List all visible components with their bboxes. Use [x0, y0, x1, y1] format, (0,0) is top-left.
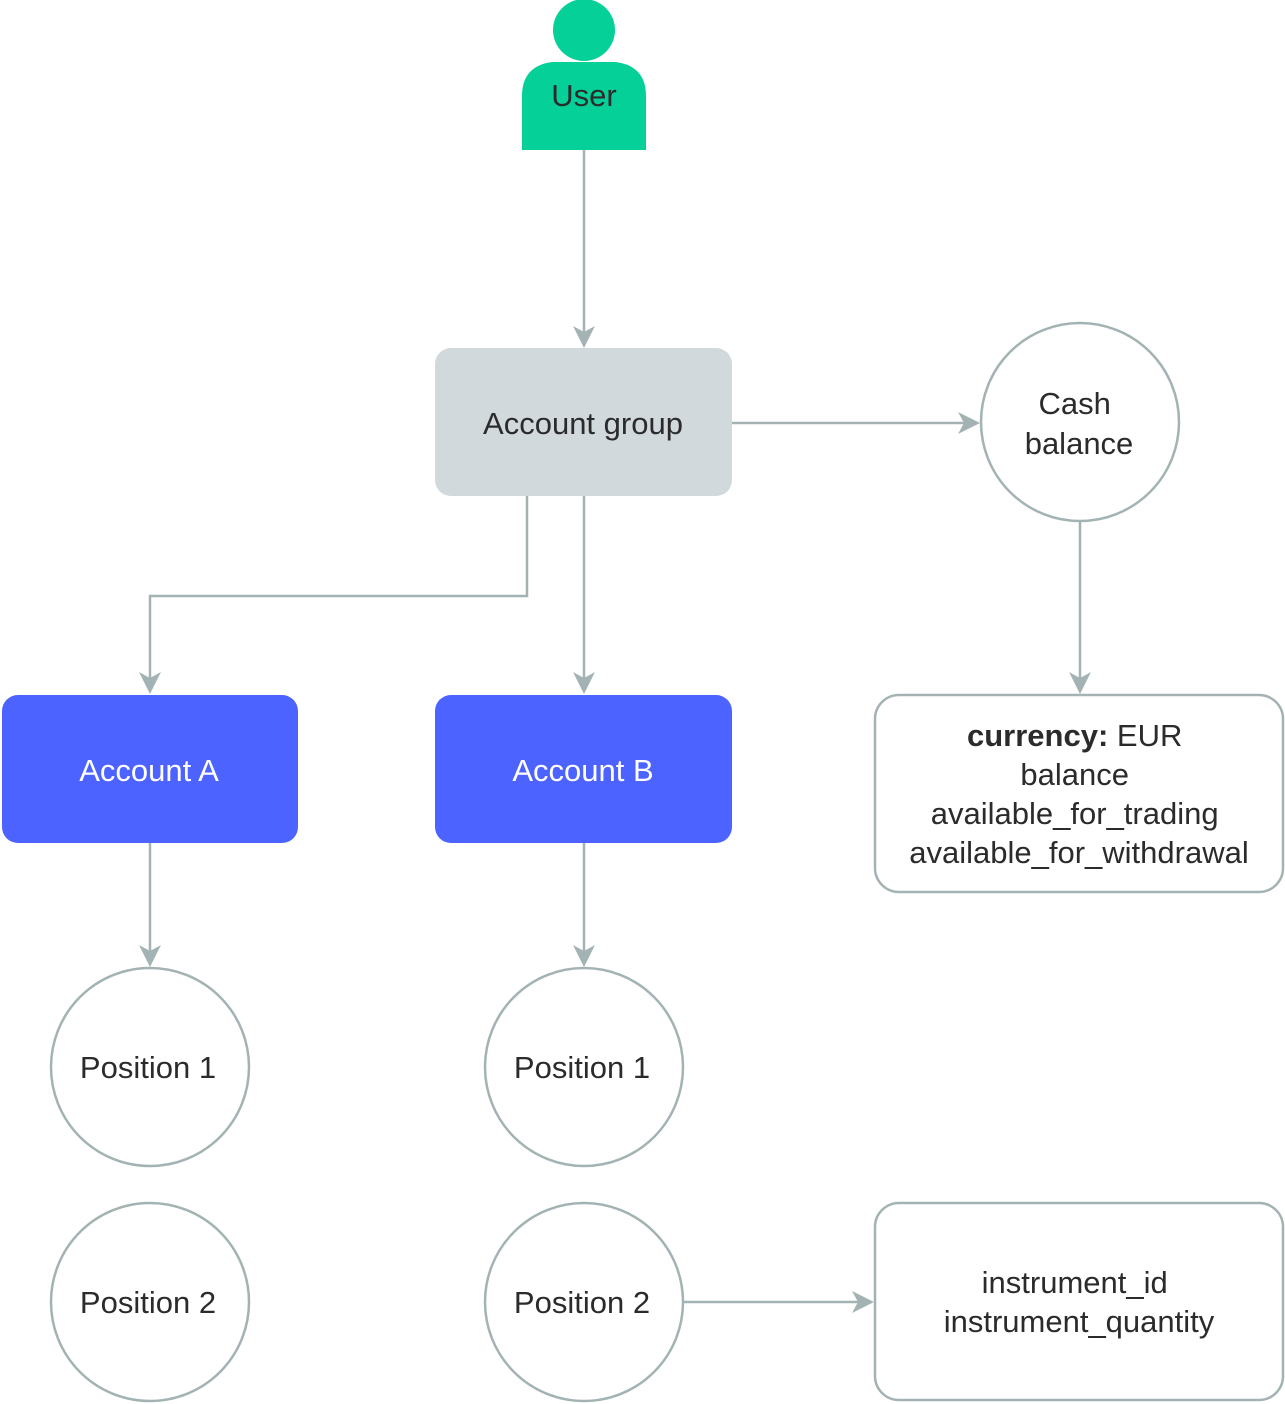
cash-balance-node: Cash balance: [979, 321, 1181, 523]
connectors: [139, 150, 1091, 1313]
user-head: [553, 0, 615, 61]
account-group-box: [435, 348, 732, 496]
person-icon: [522, 62, 646, 150]
cash-details-currency-key: currency:: [967, 718, 1108, 753]
cash-details-text: currency: EUR balance available_for_trad…: [909, 718, 1248, 870]
position-details-box: [873, 1201, 1285, 1402]
position-details-text: instrument_id instrument_quantity: [944, 1265, 1215, 1339]
cash-balance-line-2: balance: [1025, 426, 1134, 461]
cash-balance-circle: [979, 321, 1181, 523]
user-label: User: [551, 78, 616, 113]
cash-details-currency-value: EUR: [1108, 718, 1182, 753]
cash-details-line-3: available_for_trading: [931, 796, 1219, 831]
account-b-position-1-circle: [483, 966, 685, 1168]
account-a-position-1-label: Position 1: [80, 1050, 216, 1085]
account-b-node: Account B: [435, 695, 732, 843]
account-a-node: Account A: [2, 695, 298, 843]
account-b-position-2-node: Position 2: [483, 1201, 685, 1403]
cash-details-line-2: balance: [1020, 757, 1129, 792]
account-a-position-2-circle: [49, 1201, 251, 1403]
account-a-position-1-circle: [49, 966, 251, 1168]
position-details-line-1: instrument_id: [982, 1265, 1168, 1300]
account-b-box: [435, 695, 732, 843]
cash-balance-label: Cash balance: [1025, 386, 1134, 461]
account-group-label: Account group: [483, 406, 683, 441]
account-b-position-1-label: Position 1: [514, 1050, 650, 1085]
cash-balance-line-1: Cash: [1039, 386, 1111, 421]
account-b-position-2-circle: [483, 1201, 685, 1403]
arrowhead-icon: [573, 945, 595, 967]
cash-details-box: [873, 693, 1285, 894]
arrowhead-icon: [852, 1291, 874, 1313]
account-b-label: Account B: [512, 753, 653, 788]
account-b-position-2-label: Position 2: [514, 1285, 650, 1320]
arrowhead-icon: [958, 412, 980, 434]
account-a-position-2-label: Position 2: [80, 1285, 216, 1320]
edge-account-group-to-account-a: [148, 496, 529, 680]
account-a-label: Account A: [79, 753, 219, 788]
account-b-position-1-node: Position 1: [483, 966, 685, 1168]
user-node: User: [522, 0, 646, 150]
position-details-node: instrument_id instrument_quantity: [873, 1201, 1285, 1402]
arrowhead-icon: [139, 945, 161, 967]
account-a-position-1-node: Position 1: [49, 966, 251, 1168]
arrowhead-icon: [573, 326, 595, 348]
arrowhead-icon: [1069, 672, 1091, 694]
cash-details-currency-line: currency: EUR: [967, 718, 1182, 753]
account-a-box: [2, 695, 298, 843]
arrowhead-icon: [573, 672, 595, 694]
cash-details-line-4: available_for_withdrawal: [909, 835, 1248, 870]
account-a-position-2-node: Position 2: [49, 1201, 251, 1403]
account-group-node: Account group: [435, 348, 732, 496]
cash-details-node: currency: EUR balance available_for_trad…: [873, 693, 1285, 894]
position-details-line-2: instrument_quantity: [944, 1304, 1215, 1339]
arrowhead-icon: [139, 672, 161, 694]
